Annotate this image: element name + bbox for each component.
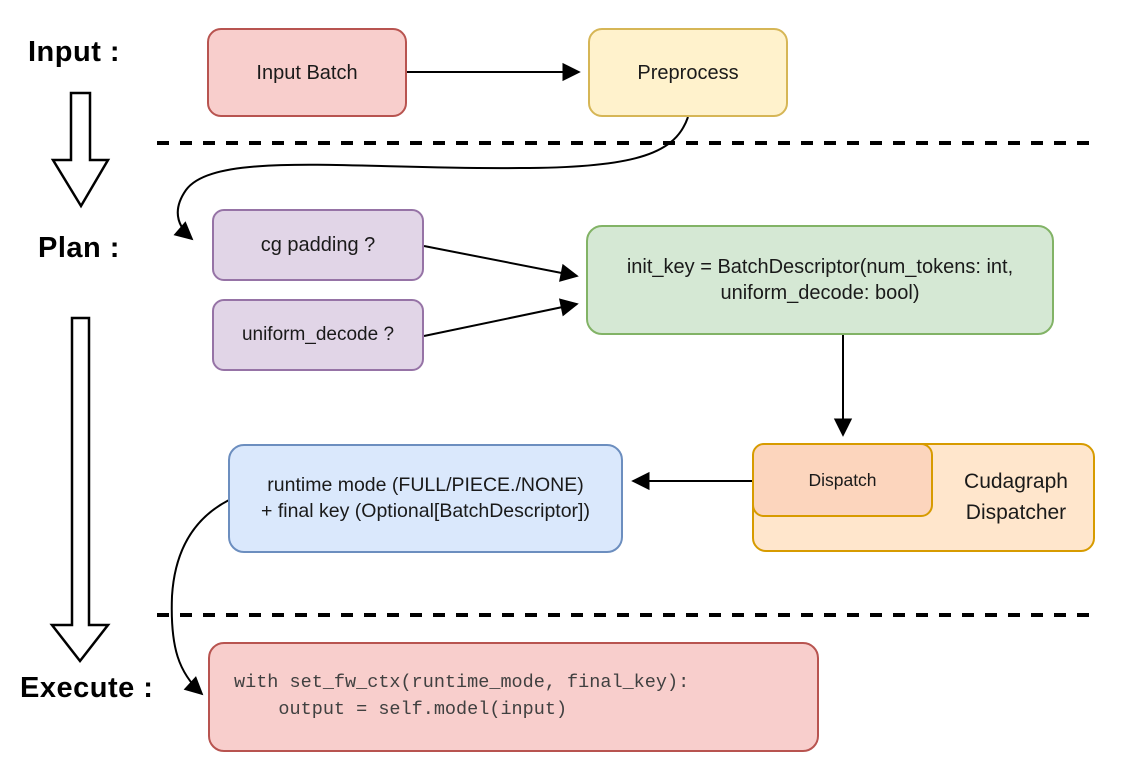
connector-runtime-mode-to-execute-code — [170, 499, 230, 696]
node-init-key: init_key = BatchDescriptor(num_tokens: i… — [586, 225, 1054, 335]
node-runtime-mode-line2: + final key (Optional[BatchDescriptor]) — [261, 499, 590, 522]
stage-label-input: Input : — [28, 36, 121, 68]
execute-code-line1: with set_fw_ctx(runtime_mode, final_key)… — [234, 672, 690, 694]
stage-arrow-plan-to-execute-icon — [49, 316, 111, 664]
node-init-key-line1: init_key = BatchDescriptor(num_tokens: i… — [626, 256, 1014, 278]
node-input-batch: Input Batch — [207, 28, 407, 117]
node-init-key-line2: uniform_decode: bool) — [720, 282, 920, 304]
node-preprocess: Preprocess — [588, 28, 788, 117]
node-runtime-mode: runtime mode (FULL/PIECE./NONE) + final … — [228, 444, 623, 553]
node-input-batch-label: Input Batch — [256, 61, 358, 84]
node-runtime-mode-line1: runtime mode (FULL/PIECE./NONE) — [267, 474, 584, 497]
node-execute-code: with set_fw_ctx(runtime_mode, final_key)… — [208, 642, 819, 752]
node-uniform-decode-label: uniform_decode ? — [241, 323, 395, 345]
node-cg-padding-label: cg padding ? — [260, 234, 376, 256]
connector-uniform-decode-to-init-key — [423, 298, 579, 337]
node-cudagraph-line2: Dispatcher — [965, 500, 1067, 524]
node-cudagraph-line1: Cudagraph — [964, 470, 1068, 494]
node-uniform-decode: uniform_decode ? — [212, 299, 424, 371]
connector-cg-padding-to-init-key — [423, 245, 579, 282]
node-cudagraph-dispatcher-label: Cudagraph Dispatcher — [935, 445, 1097, 550]
stage-label-execute: Execute : — [20, 672, 154, 704]
connector-preprocess-to-cg-padding — [173, 116, 689, 241]
node-dispatch-label: Dispatch — [808, 469, 877, 490]
stage-arrow-input-to-plan-icon — [50, 91, 111, 209]
execute-code-line2: output = self.model(input) — [234, 699, 568, 720]
stage-label-plan: Plan : — [38, 232, 120, 264]
node-cg-padding: cg padding ? — [212, 209, 424, 281]
node-preprocess-label: Preprocess — [637, 61, 739, 84]
node-dispatch: Dispatch — [752, 443, 933, 517]
